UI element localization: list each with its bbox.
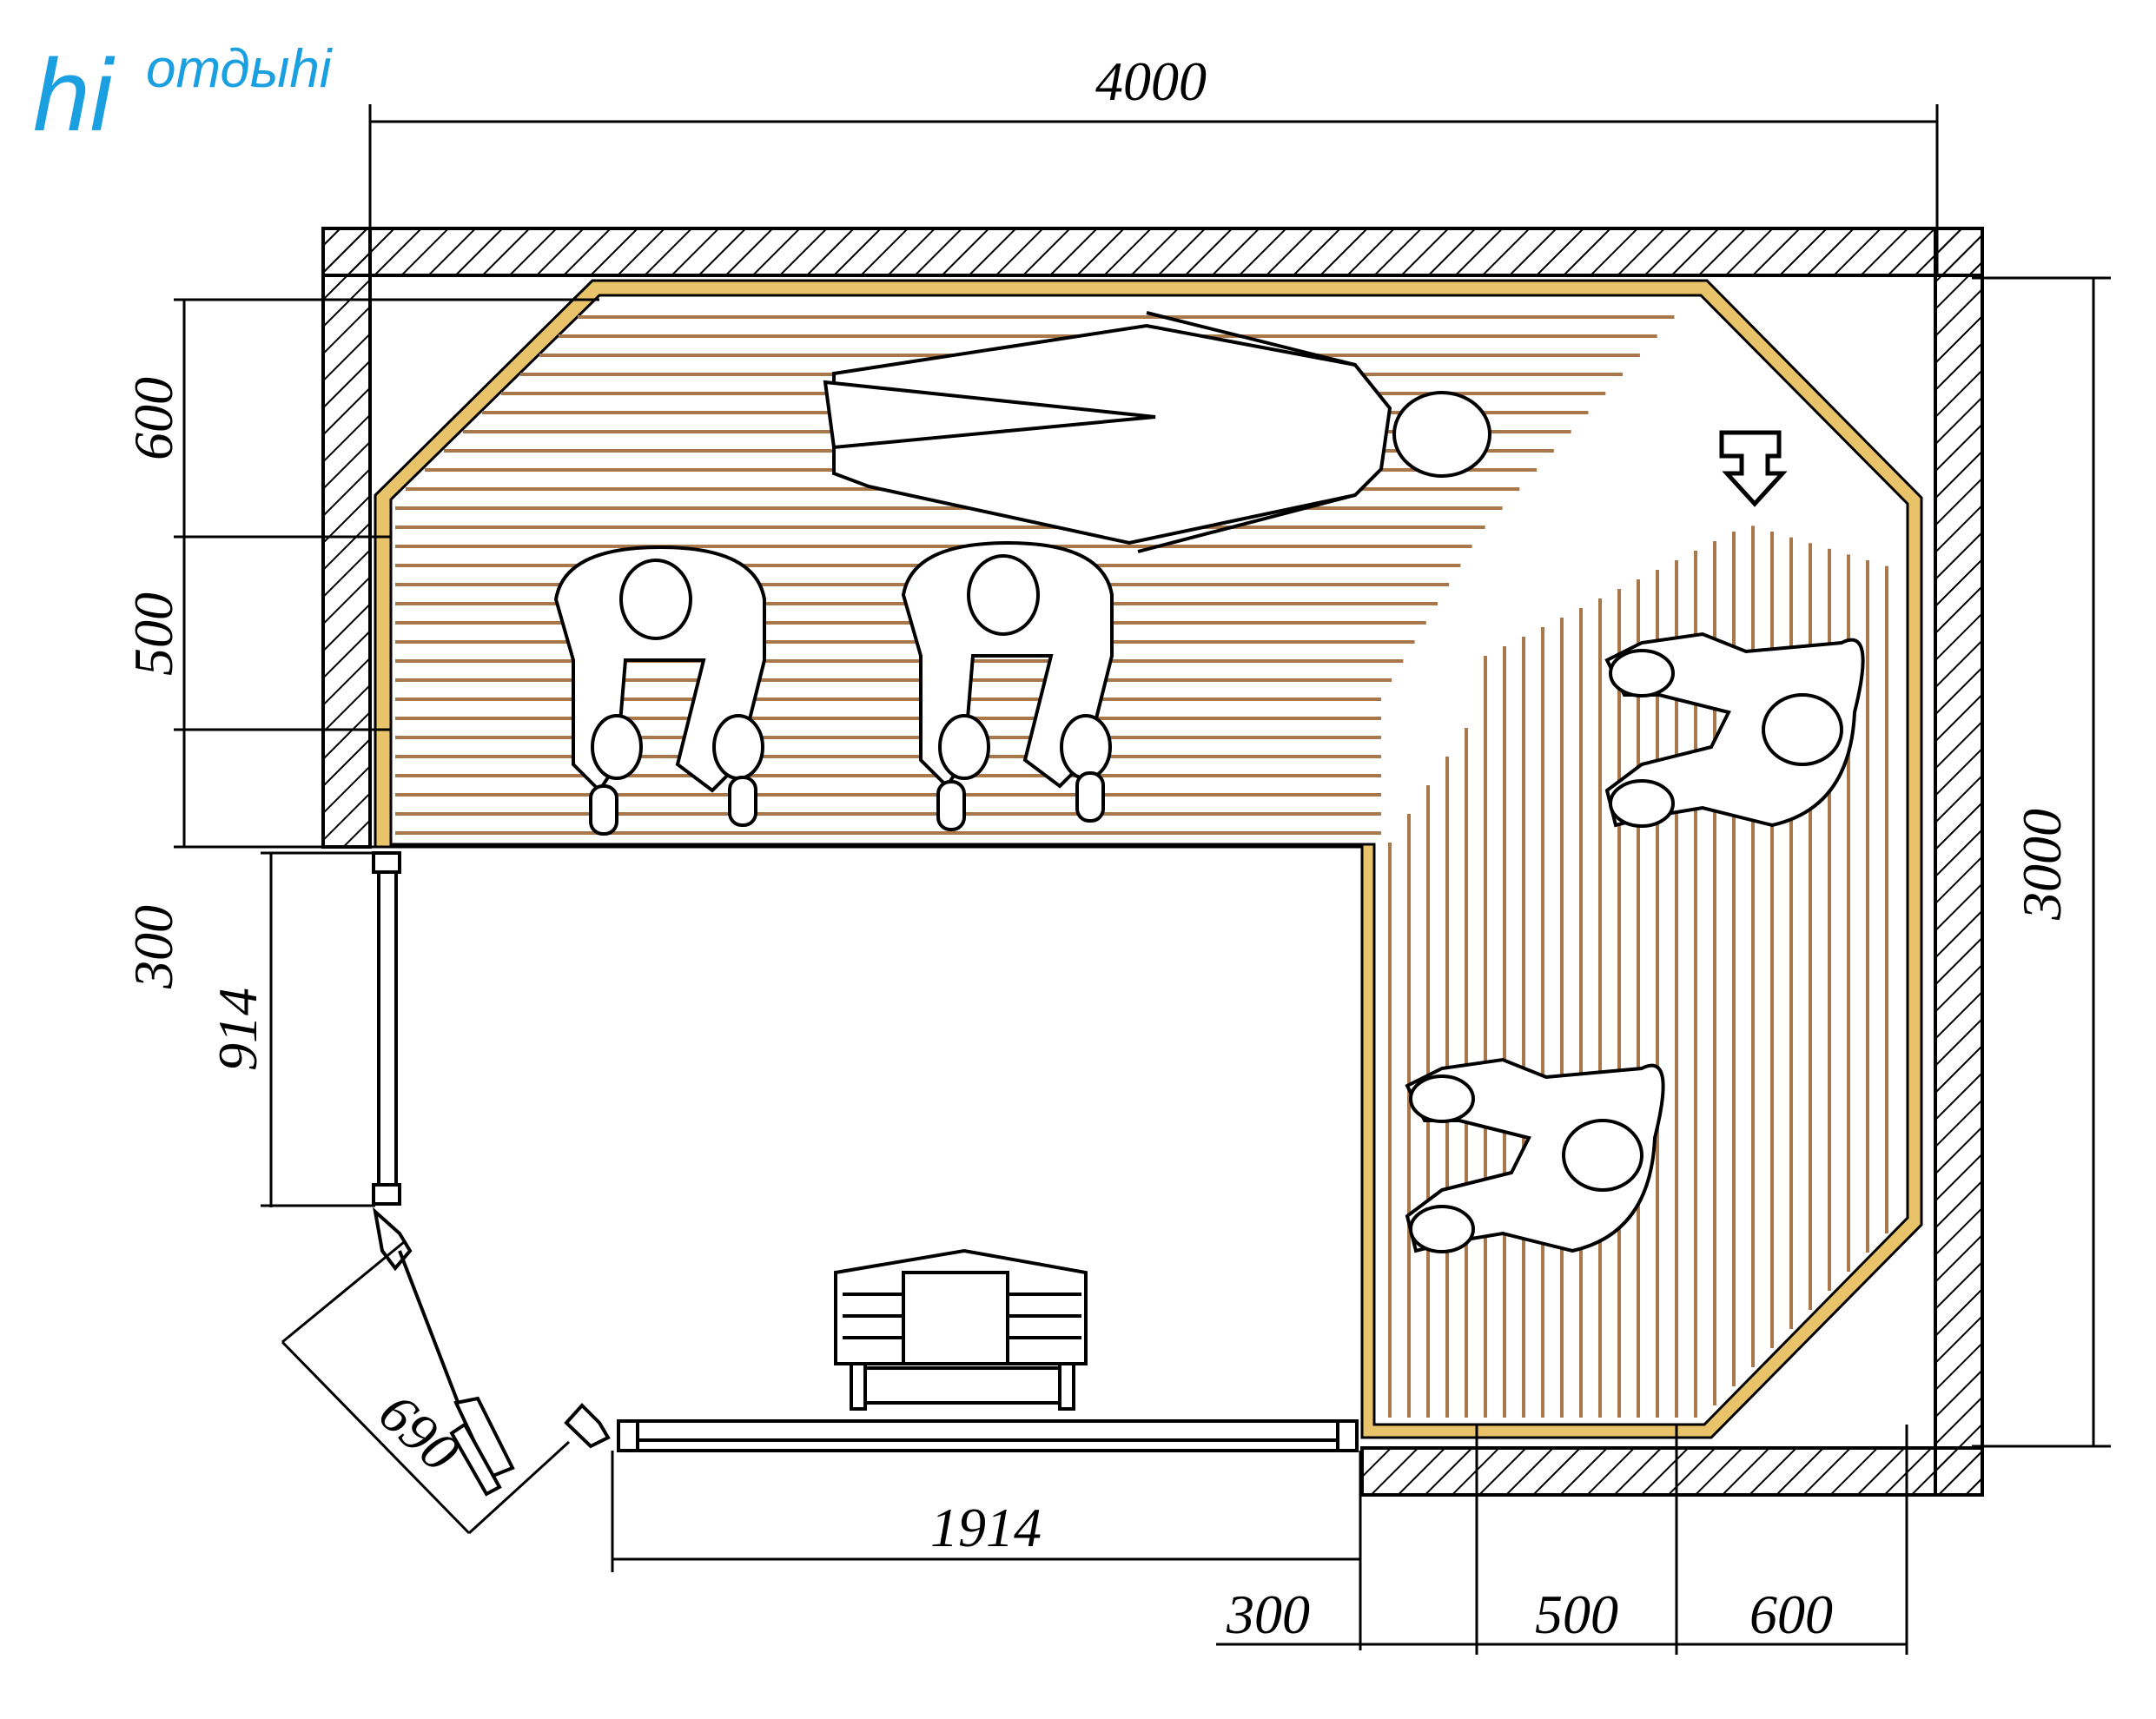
person-sitting-2 xyxy=(901,540,1114,831)
logo-mark: hi xyxy=(33,38,116,153)
dim-right-height: 3000 xyxy=(2011,809,2073,921)
dim-left-500: 500 xyxy=(122,592,184,676)
brand-logo: hi отдыhi xyxy=(33,38,334,153)
dim-left-600: 600 xyxy=(122,377,184,460)
dim-top-width: 4000 xyxy=(1095,50,1207,112)
dim-bottom-opening: 1914 xyxy=(930,1497,1042,1558)
person-lying xyxy=(823,311,1491,553)
people xyxy=(553,311,1865,1253)
person-sitting-3 xyxy=(1604,631,1865,828)
person-sitting-4 xyxy=(1405,1057,1665,1253)
door xyxy=(372,851,515,1497)
dim-bottom-300: 300 xyxy=(1226,1583,1310,1645)
wall-top xyxy=(321,227,1984,277)
dim-left-300: 300 xyxy=(122,905,184,989)
vent-arrow-icon xyxy=(1719,430,1788,507)
wall-bottom xyxy=(1360,1446,1984,1497)
wall-right xyxy=(1934,227,1984,1497)
person-sitting-1 xyxy=(553,545,766,836)
dim-door-height: 914 xyxy=(207,988,268,1071)
dim-bottom-500: 500 xyxy=(1535,1583,1618,1645)
dim-bottom-600: 600 xyxy=(1749,1583,1833,1645)
walls xyxy=(321,227,1984,1497)
dimension-lines xyxy=(174,104,2111,1655)
logo-wordmark: отдыhi xyxy=(146,39,334,99)
stove xyxy=(834,1248,1088,1411)
glass-wall xyxy=(564,1403,1359,1452)
